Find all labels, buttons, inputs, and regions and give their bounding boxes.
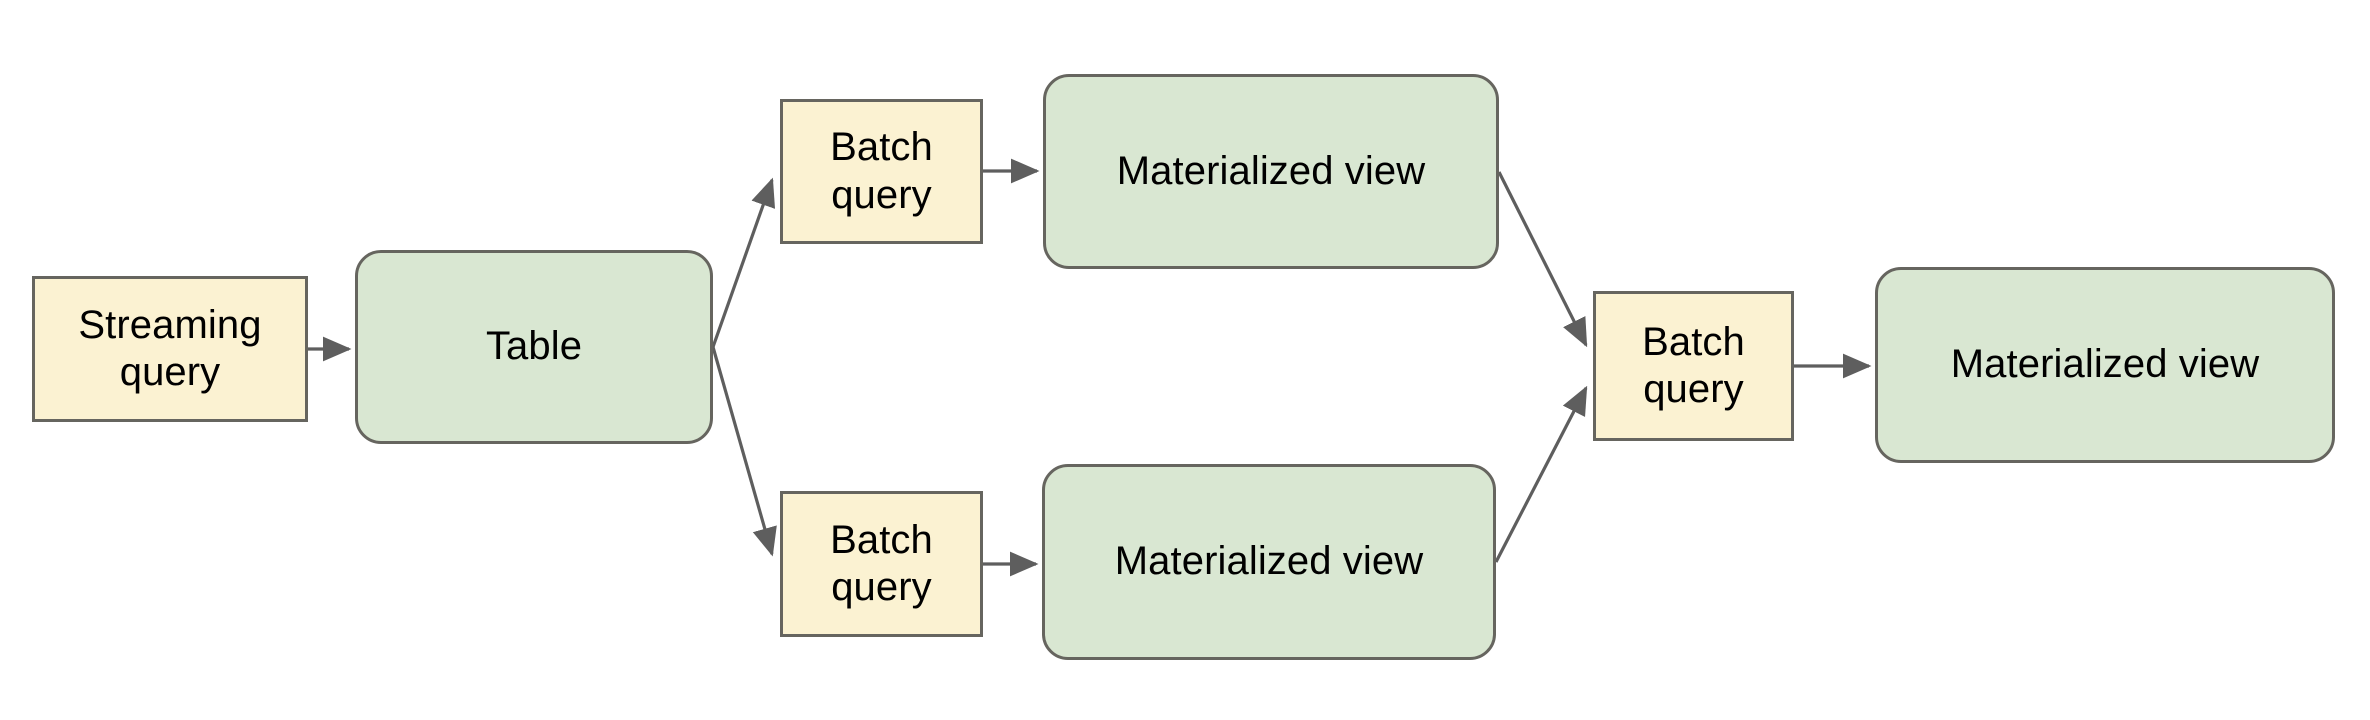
node-materialized-view-final[interactable]: Materialized view	[1875, 267, 2335, 463]
node-batch-query-top[interactable]: Batch query	[780, 99, 983, 244]
node-label-materialized-view-top: Materialized view	[1116, 148, 1426, 193]
node-label-materialized-view-bottom: Materialized view	[1114, 539, 1424, 584]
node-label-table: Table	[485, 324, 583, 369]
node-label-batch-query-join: Batch query	[1642, 319, 1745, 411]
node-label-batch-query-top: Batch query	[830, 125, 933, 217]
edge-table-to-batch-bottom	[711, 346, 777, 557]
node-materialized-view-bottom[interactable]: Materialized view	[1042, 464, 1496, 660]
node-materialized-view-top[interactable]: Materialized view	[1043, 74, 1499, 269]
node-batch-query-join[interactable]: Batch query	[1593, 291, 1794, 441]
node-batch-query-bottom[interactable]: Batch query	[780, 491, 983, 637]
node-streaming-query[interactable]: Streaming query	[32, 276, 308, 422]
edge-mv-top-to-join	[1497, 171, 1588, 348]
edge-mv-bottom-to-join	[1494, 385, 1588, 563]
node-table[interactable]: Table	[355, 250, 713, 444]
edge-table-to-batch-top	[711, 177, 776, 348]
node-label-streaming-query: Streaming query	[78, 302, 262, 394]
node-label-batch-query-bottom: Batch query	[830, 517, 933, 609]
node-label-materialized-view-final: Materialized view	[1950, 342, 2260, 387]
